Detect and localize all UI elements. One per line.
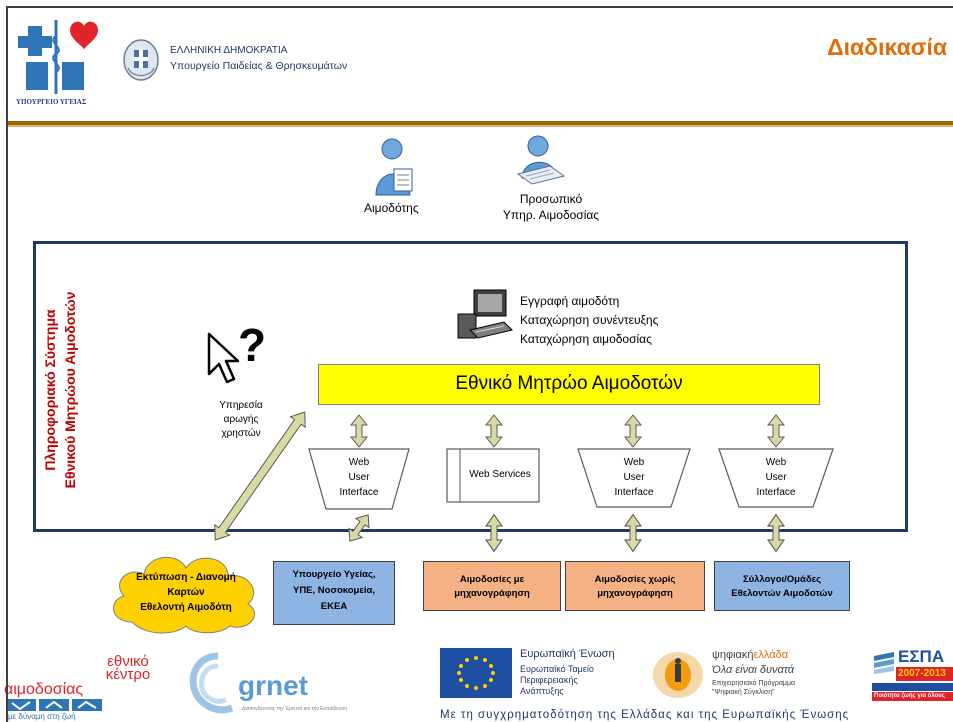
donor-label: Αιμοδότης (364, 201, 419, 215)
eu-label-4: Ανάπτυξης (520, 686, 564, 696)
national-registry-bar (318, 364, 820, 405)
eu-label-1: Ευρωπαϊκή Ένωση (520, 648, 615, 660)
digital-greece-program: Επιχειρησιακό Πρόγραμμα (712, 680, 796, 687)
espa-year-badge (896, 667, 953, 681)
grnet-tagline: Διασυνδέοντας την Έρευνα και την Εκπαίδε… (242, 706, 348, 712)
ekea-logo-text-3: αιμοδοσίας (4, 681, 84, 698)
header-rule (6, 121, 953, 125)
national-registry-label: Εθνικό Μητρώο Αιμοδοτών (455, 373, 683, 394)
espa-logo-icon (874, 652, 894, 674)
eu-label-2: Ευρωπαϊκό Ταμείο (520, 664, 594, 674)
espa-strip (872, 683, 953, 691)
grnet-logo-text: grnet (238, 670, 308, 701)
header-rule-light (6, 125, 953, 127)
gov-line2: Υπουργείο Παιδείας & Θρησκευμάτων (170, 60, 348, 72)
donor-person-icon (375, 138, 413, 196)
task-interview: Καταχώρηση συνέντευξης (520, 313, 659, 327)
espa-logo-text: ΕΣΠΑ (898, 647, 945, 666)
web-services-box (446, 448, 540, 503)
digital-greece-logo-icon (653, 652, 703, 698)
page-title: Διαδικασία (827, 34, 947, 60)
staff-person-icon (516, 135, 566, 185)
web-ui-shape-2 (577, 448, 691, 508)
computer-icon (457, 289, 513, 339)
non-computerized-donations-box (565, 561, 705, 611)
eu-label-3: Περιφερειακής (520, 675, 578, 685)
web-ui-shape-3 (718, 448, 834, 508)
digital-greece-slogan: Όλα είναι δυνατά (712, 664, 795, 676)
eu-flag-icon (440, 648, 512, 698)
staff-label-line1: Προσωπικό (519, 192, 583, 206)
arrow-ui3-box4 (767, 514, 785, 552)
health-ministry-box-text: Υπουργείο Υγείας,ΥΠΕ, Νοσοκομεία,ΕΚΕΑ (292, 569, 376, 612)
ekea-logo-blocks (6, 699, 102, 711)
cursor-icon (207, 332, 239, 384)
hellenic-emblem-icon (123, 39, 159, 81)
espa-tagline-bg (872, 692, 953, 701)
digital-greece-title: ψηφιακήελλάδα (712, 649, 789, 661)
ministry-caption: ΥΠΟΥΡΓΕΙΟ ΥΓΕΙΑΣ (16, 98, 87, 106)
espa-tagline: Ποιότητα ζωής για όλους (874, 693, 945, 699)
computerized-donations-box (423, 561, 561, 611)
health-ministry-box (273, 561, 395, 625)
volunteer-groups-box (714, 561, 850, 611)
arrow-ui2-box3 (624, 514, 642, 552)
gov-line1: ΕΛΛΗΝΙΚΗ ΔΗΜΟΚΡΑΤΙΑ (170, 45, 288, 56)
arrow-registry-ui2 (624, 414, 642, 448)
web-ui-shape-1 (308, 448, 410, 510)
arrow-ui1-box1 (342, 509, 376, 547)
digital-greece-program-name: "Ψηφιακή Σύγκλιση" (712, 689, 775, 696)
help-label-line2: αρωγής (223, 414, 259, 425)
task-register: Εγγραφή αιμοδότη (520, 294, 620, 308)
print-cards-cloud (113, 556, 255, 634)
arrow-cloud-help (214, 411, 306, 541)
arrow-registry-ui1 (350, 414, 368, 448)
help-label-line3: χρηστών (221, 428, 261, 439)
staff-label-line2: Υπηρ. Αιμοδοσίας (502, 208, 600, 222)
grnet-logo-icon (189, 652, 234, 714)
task-donation: Καταχώρηση αιμοδοσίας (520, 332, 652, 346)
web-services-label: Web Services (469, 469, 531, 480)
ministry-of-health-logo (16, 16, 106, 110)
arrow-ws-box2 (485, 514, 503, 552)
help-label-line1: Υπηρεσία (219, 400, 263, 411)
espa-years: 2007-2013 (898, 668, 946, 679)
arrow-registry-ws (485, 414, 503, 448)
ekea-logo-tagline: με δύναμη στη ζωή (8, 712, 76, 721)
cofunding-statement: Με τη συγχρηματοδότηση της Ελλάδας και τ… (440, 709, 850, 721)
arrow-registry-ui3 (767, 414, 785, 448)
help-question-mark-icon: ? (238, 319, 267, 371)
